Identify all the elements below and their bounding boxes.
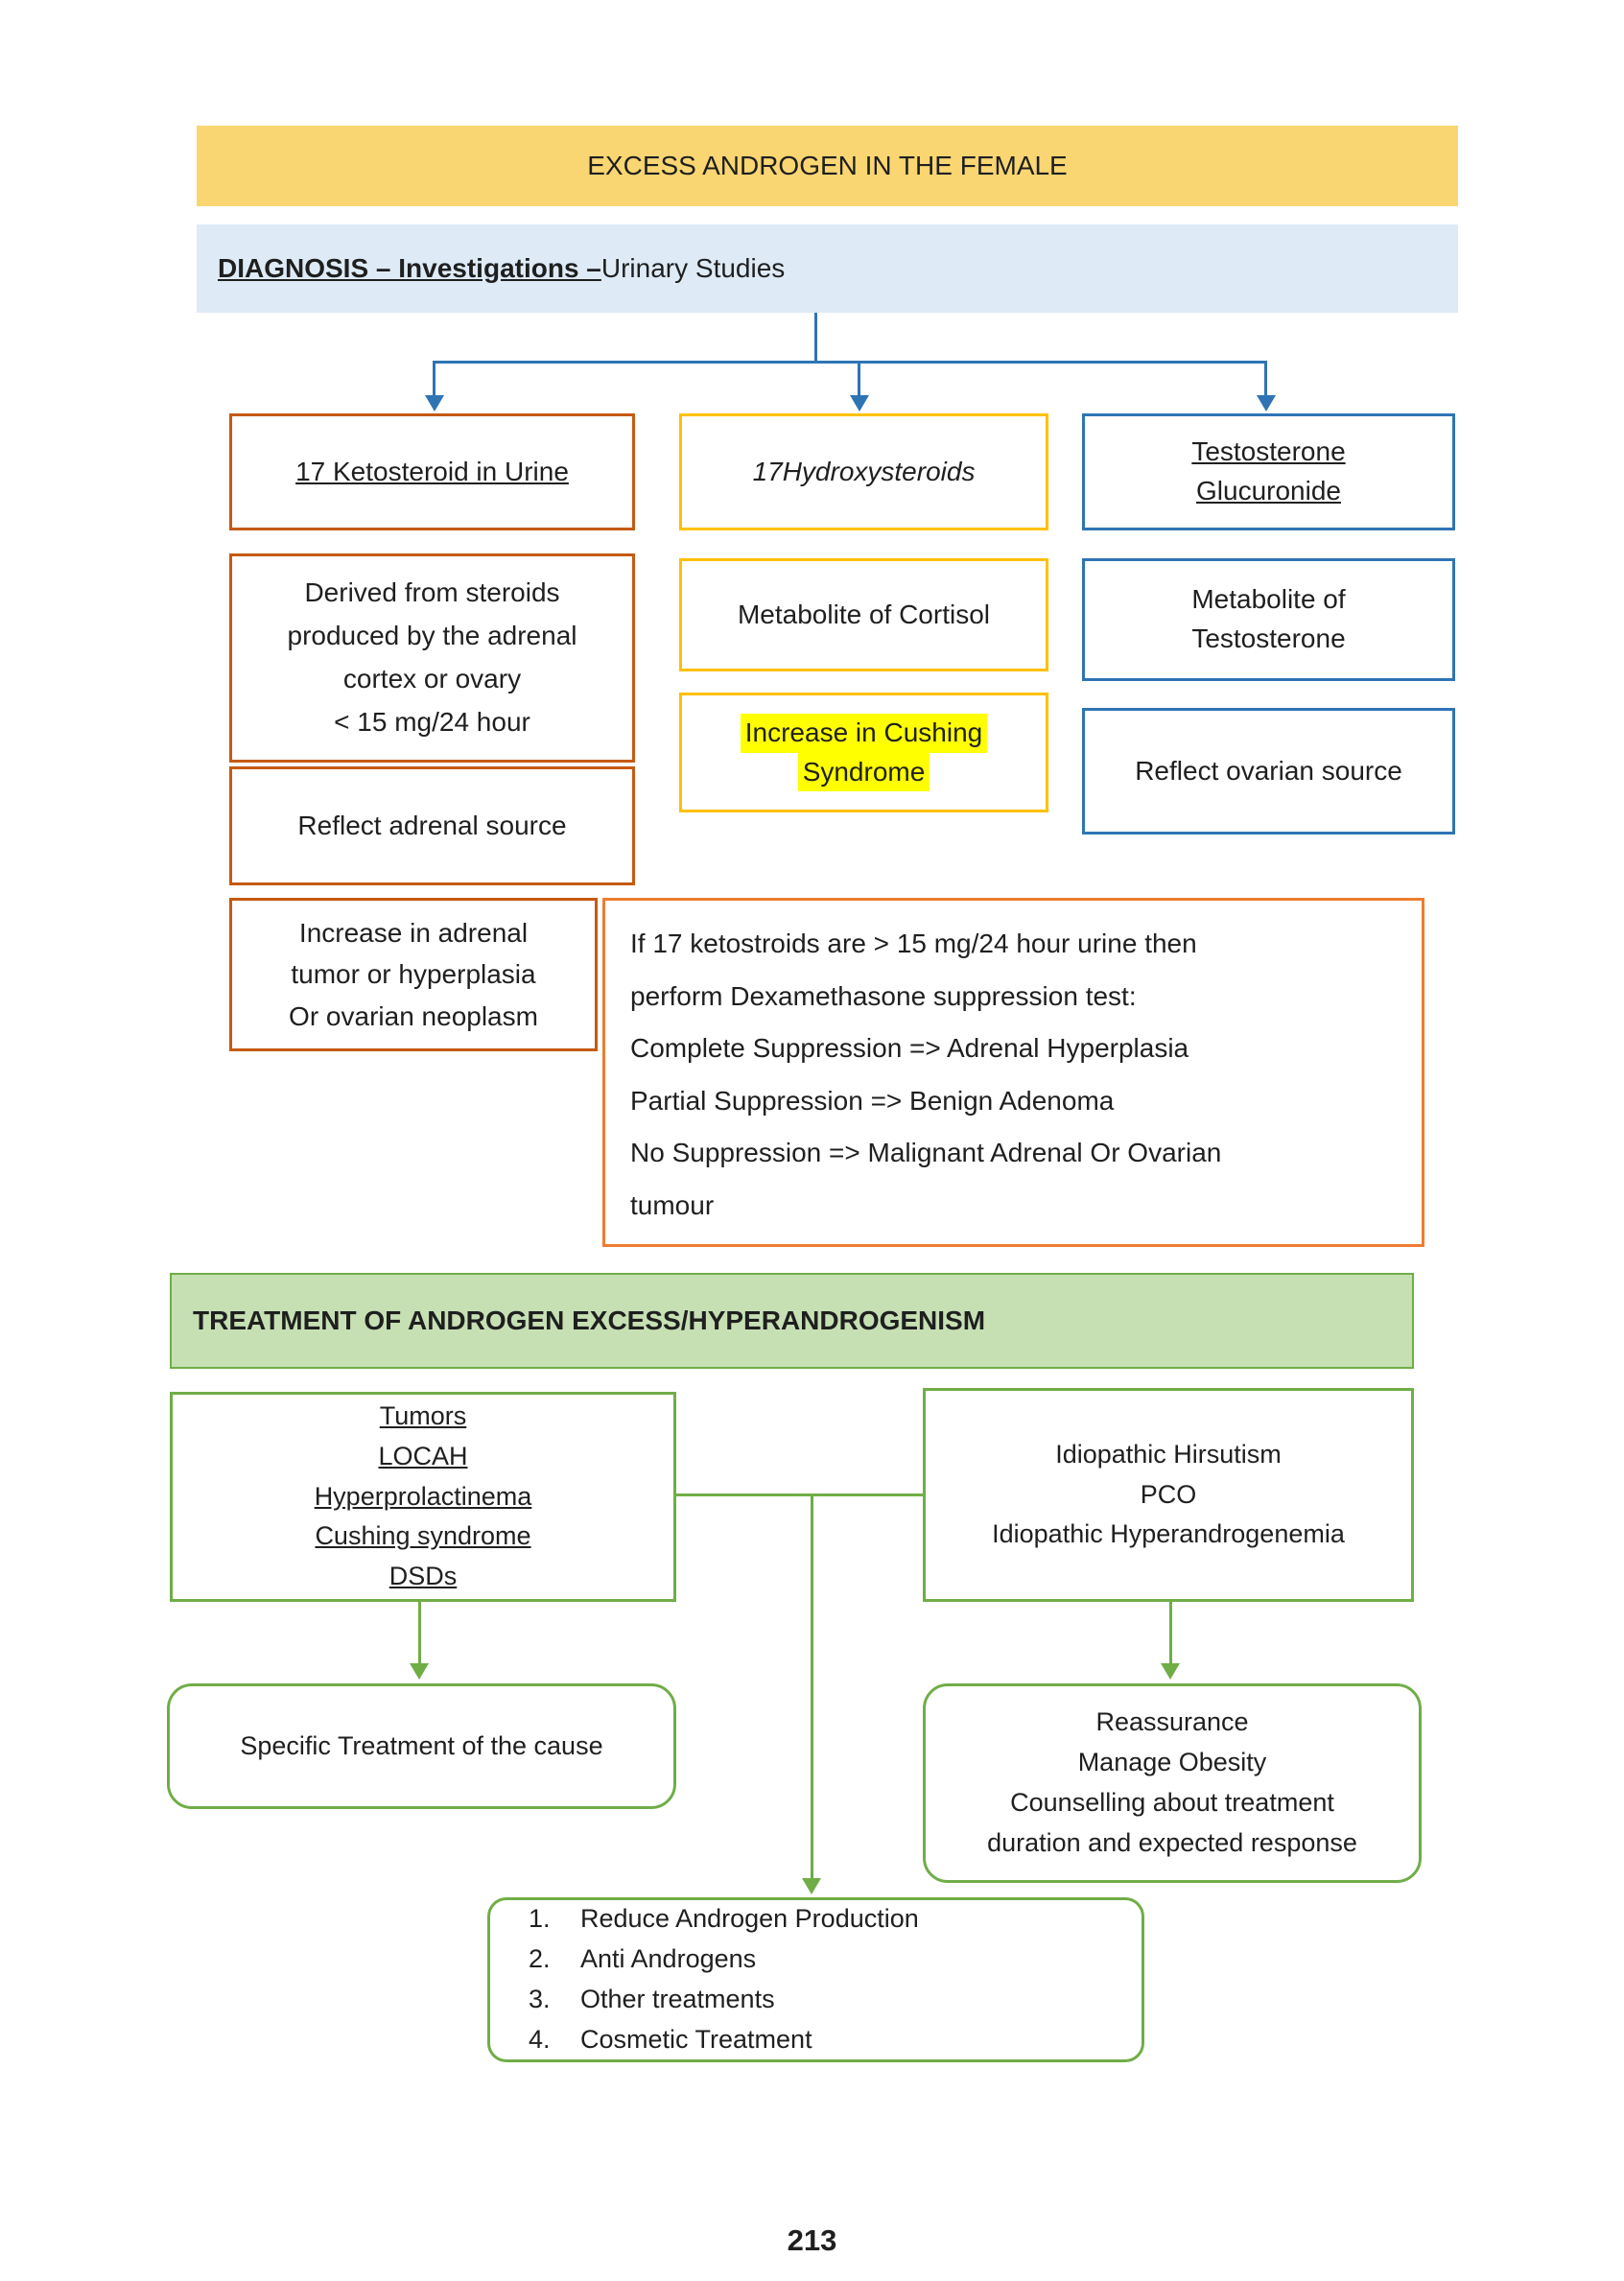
arrow-down-icon-center-treatment [802, 1878, 821, 1894]
treatment-cross-connector [676, 1493, 923, 1496]
idiopathic-treatment-box: Reassurance Manage Obesity Counselling a… [923, 1683, 1422, 1883]
treatment-option-4-label: Cosmetic Treatment [580, 2024, 812, 2054]
ketosteroid-derived-line-1: Derived from steroids [304, 577, 560, 608]
connector-drop-middle [858, 363, 860, 397]
treatment-option-2-label: Anti Androgens [580, 1944, 757, 1974]
page-title: EXCESS ANDROGEN IN THE FEMALE [587, 151, 1068, 180]
testosterone-title-line-1: Testosterone [1191, 436, 1346, 467]
specific-treatment-box: Specific Treatment of the cause [167, 1683, 676, 1809]
arrow-down-icon-middle [850, 395, 869, 412]
idiopathic-causes-box: Idiopathic Hirsutism PCO Idiopathic Hype… [923, 1388, 1414, 1602]
diagnosis-heading-rest: Urinary Studies [600, 253, 786, 283]
testosterone-source-text: Reflect ovarian source [1135, 755, 1402, 786]
connector-branch [433, 361, 1267, 364]
specific-causes-box: Tumors LOCAH Hyperprolactinema Cushing s… [170, 1392, 676, 1602]
connector-drop-left [433, 363, 435, 397]
idiopathic-cause-hyperandrogenemia: Idiopathic Hyperandrogenemia [992, 1519, 1345, 1549]
suppression-line-5: No Suppression => Malignant Adrenal Or O… [630, 1138, 1222, 1168]
testosterone-source-box: Reflect ovarian source [1082, 708, 1455, 835]
ketosteroid-increase-line-3: Or ovarian neoplasm [289, 1000, 538, 1031]
ketosteroid-derived-line-3: cortex or ovary [342, 664, 522, 694]
ketosteroid-increase-line-1: Increase in adrenal [298, 917, 529, 948]
suppression-line-4: Partial Suppression => Benign Adenoma [630, 1085, 1115, 1116]
treatment-center-drop [811, 1493, 813, 1880]
arrow-down-icon-right-treatment [1161, 1663, 1180, 1680]
hydroxysteroids-increase-line-2: Syndrome [797, 752, 930, 792]
treatment-option-row-1: 1. Reduce Androgen Production [525, 1899, 1122, 1940]
ketosteroid-derived-line-2: produced by the adrenal [287, 621, 577, 651]
testosterone-metabolite-line-2: Testosterone [1191, 623, 1346, 653]
arrow-down-icon-left [425, 395, 444, 412]
specific-cause-locah: LOCAH [378, 1441, 468, 1470]
page-title-banner: EXCESS ANDROGEN IN THE FEMALE [197, 126, 1458, 206]
treatment-option-3-label: Other treatments [580, 1985, 775, 2013]
treatment-left-drop [418, 1602, 421, 1665]
specific-cause-tumors: Tumors [379, 1400, 467, 1430]
ketosteroid-increase-line-2: tumor or hyperplasia [291, 959, 536, 990]
idiopathic-cause-pco: PCO [1140, 1479, 1197, 1509]
treatment-options-box: 1. Reduce Androgen Production 2. Anti An… [487, 1897, 1144, 2062]
specific-cause-cushing: Cushing syndrome [315, 1521, 531, 1551]
diagnosis-heading-banner: DIAGNOSIS – Investigations – Urinary Stu… [197, 224, 1458, 313]
suppression-test-box: If 17 ketostroids are > 15 mg/24 hour ur… [602, 898, 1424, 1247]
ketosteroid-derived-box: Derived from steroids produced by the ad… [229, 553, 635, 763]
arrow-down-icon-left-treatment [410, 1663, 429, 1680]
ketosteroid-title-box: 17 Ketosteroid in Urine [229, 413, 635, 530]
suppression-line-2: perform Dexamethasone suppression test: [630, 980, 1137, 1011]
testosterone-metabolite-box: Metabolite of Testosterone [1082, 558, 1455, 681]
testosterone-title-line-2: Glucuronide [1196, 476, 1341, 506]
suppression-line-6: tumour [630, 1189, 715, 1220]
connector-drop-right [1264, 363, 1267, 397]
hydroxysteroids-increase-line-1: Increase in Cushing [740, 713, 988, 753]
treatment-heading-banner: TREATMENT OF ANDROGEN EXCESS/HYPERANDROG… [170, 1273, 1414, 1369]
testosterone-title-box: Testosterone Glucuronide [1082, 413, 1455, 530]
idiopathic-treatment-line-1: Reassurance [1095, 1707, 1249, 1737]
treatment-option-row-2: 2. Anti Androgens [525, 1940, 1122, 1980]
hydroxysteroids-title: 17Hydroxysteroids [752, 456, 976, 486]
treatment-option-3-number: 3. [529, 1985, 551, 2013]
connector-stem [814, 313, 817, 363]
idiopathic-treatment-line-3: Counselling about treatment [1010, 1788, 1334, 1817]
treatment-option-1-number: 1. [529, 1904, 551, 1934]
treatment-heading: TREATMENT OF ANDROGEN EXCESS/HYPERANDROG… [193, 1305, 986, 1335]
arrow-down-icon-right [1257, 395, 1276, 412]
idiopathic-treatment-line-4: duration and expected response [987, 1827, 1357, 1857]
testosterone-metabolite-line-1: Metabolite of [1191, 584, 1346, 615]
treatment-option-1-label: Reduce Androgen Production [580, 1904, 919, 1934]
diagnosis-heading-bold: DIAGNOSIS – Investigations – [218, 253, 601, 283]
suppression-line-3: Complete Suppression => Adrenal Hyperpla… [630, 1033, 1189, 1064]
hydroxysteroids-metabolite-text: Metabolite of Cortisol [737, 599, 990, 629]
idiopathic-cause-hirsutism: Idiopathic Hirsutism [1055, 1439, 1282, 1469]
hydroxysteroids-title-box: 17Hydroxysteroids [679, 413, 1048, 530]
ketosteroid-source-box: Reflect adrenal source [229, 766, 635, 885]
ketosteroid-title: 17 Ketosteroid in Urine [295, 456, 569, 486]
ketosteroid-increase-box: Increase in adrenal tumor or hyperplasia… [229, 898, 598, 1051]
specific-cause-dsds: DSDs [388, 1562, 458, 1591]
ketosteroid-source-text: Reflect adrenal source [297, 810, 567, 840]
treatment-option-row-3: 3. Other treatments [525, 1980, 1122, 2020]
ketosteroid-derived-line-4: < 15 mg/24 hour [334, 706, 530, 737]
hydroxysteroids-metabolite-box: Metabolite of Cortisol [679, 558, 1048, 671]
suppression-line-1: If 17 ketostroids are > 15 mg/24 hour ur… [630, 929, 1197, 958]
specific-treatment-text: Specific Treatment of the cause [240, 1730, 603, 1760]
treatment-right-drop [1169, 1602, 1172, 1665]
treatment-option-4-number: 4. [529, 2024, 551, 2054]
idiopathic-treatment-line-2: Manage Obesity [1077, 1748, 1267, 1777]
treatment-option-2-number: 2. [529, 1944, 551, 1974]
page-number: 213 [787, 2223, 837, 2257]
treatment-option-row-4: 4. Cosmetic Treatment [525, 2020, 1122, 2060]
hydroxysteroids-increase-box: Increase in Cushing Syndrome [679, 693, 1048, 812]
specific-cause-hyperprolactinema: Hyperprolactinema [314, 1481, 532, 1511]
